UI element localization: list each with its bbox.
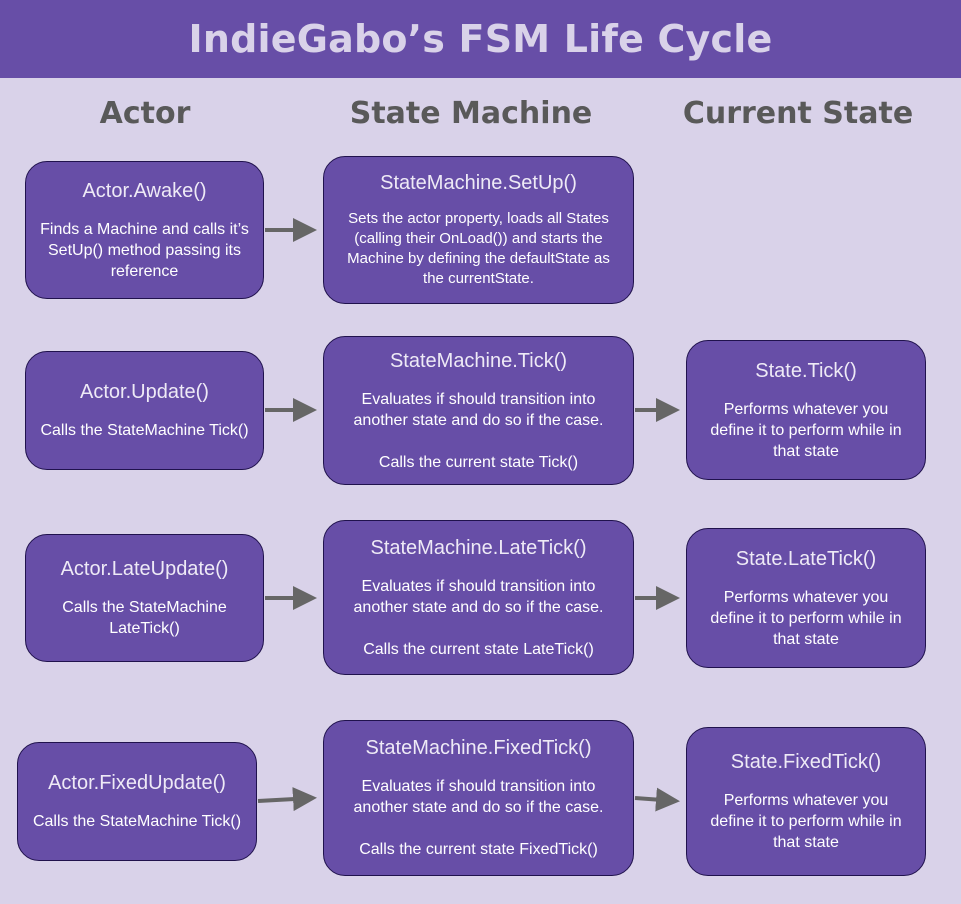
statemachine-tick-box: StateMachine.Tick() Evaluates if should … bbox=[323, 336, 634, 485]
node-description: Performs whatever you define it to perfo… bbox=[710, 400, 902, 460]
actor-lateupdate-box: Actor.LateUpdate() Calls the StateMachin… bbox=[25, 534, 264, 662]
column-header-state-machine: State Machine bbox=[349, 96, 593, 131]
node-description-secondary: Calls the current state Tick() bbox=[378, 453, 579, 471]
node-title: Actor.LateUpdate() bbox=[60, 558, 229, 580]
node-title: Actor.Update() bbox=[80, 381, 209, 403]
node-description: Finds a Machine and calls it’s SetUp() m… bbox=[40, 220, 249, 280]
node-title: Actor.Awake() bbox=[82, 179, 207, 202]
node-title: StateMachine.FixedTick() bbox=[365, 737, 592, 759]
state-tick-box: State.Tick() Performs whatever you defin… bbox=[686, 340, 926, 480]
node-description: Calls the StateMachine Tick() bbox=[32, 813, 242, 830]
node-title: Actor.FixedUpdate() bbox=[48, 772, 226, 794]
state-latetick-box: State.LateTick() Performs whatever you d… bbox=[686, 528, 926, 668]
node-title: StateMachine.SetUp() bbox=[380, 172, 577, 194]
statemachine-fixedtick-box: StateMachine.FixedTick() Evaluates if sh… bbox=[323, 720, 634, 876]
node-title: State.FixedTick() bbox=[730, 751, 882, 773]
node-description: Performs whatever you define it to perfo… bbox=[710, 792, 902, 851]
title-banner bbox=[0, 0, 961, 78]
node-description: Evaluates if should transition into anot… bbox=[353, 778, 604, 816]
node-description: Sets the actor property, loads all State… bbox=[347, 210, 610, 287]
node-description-secondary: Calls the current state LateTick() bbox=[363, 640, 594, 658]
actor-update-box: Actor.Update() Calls the StateMachine Ti… bbox=[25, 351, 264, 470]
node-title: State.Tick() bbox=[755, 359, 857, 382]
arrow-fixedupdate-to-fixedtick bbox=[257, 787, 317, 812]
state-fixedtick-box: State.FixedTick() Performs whatever you … bbox=[686, 727, 926, 876]
node-title: StateMachine.Tick() bbox=[389, 349, 568, 372]
arrow-fixedtick-to-state-fixedtick bbox=[634, 787, 680, 812]
node-title: StateMachine.LateTick() bbox=[370, 536, 587, 559]
node-description: Calls the StateMachine Tick() bbox=[40, 422, 249, 439]
column-header-actor: Actor bbox=[99, 96, 191, 131]
statemachine-latetick-box: StateMachine.LateTick() Evaluates if sho… bbox=[323, 520, 634, 675]
node-description: Performs whatever you define it to perfo… bbox=[710, 588, 902, 648]
node-description: Calls the StateMachine LateTick() bbox=[62, 599, 227, 637]
node-description: Evaluates if should transition into anot… bbox=[353, 577, 604, 616]
node-description-secondary: Calls the current state FixedTick() bbox=[359, 841, 598, 858]
column-header-current-state: Current State bbox=[682, 96, 914, 131]
actor-awake-box: Actor.Awake() Finds a Machine and calls … bbox=[25, 161, 264, 299]
node-description: Evaluates if should transition into anot… bbox=[353, 390, 604, 429]
actor-fixedupdate-box: Actor.FixedUpdate() Calls the StateMachi… bbox=[17, 742, 257, 861]
node-title: State.LateTick() bbox=[735, 547, 877, 570]
diagram-title: IndieGabo’s FSM Life Cycle bbox=[188, 17, 773, 61]
statemachine-setup-box: StateMachine.SetUp() Sets the actor prop… bbox=[323, 156, 634, 304]
